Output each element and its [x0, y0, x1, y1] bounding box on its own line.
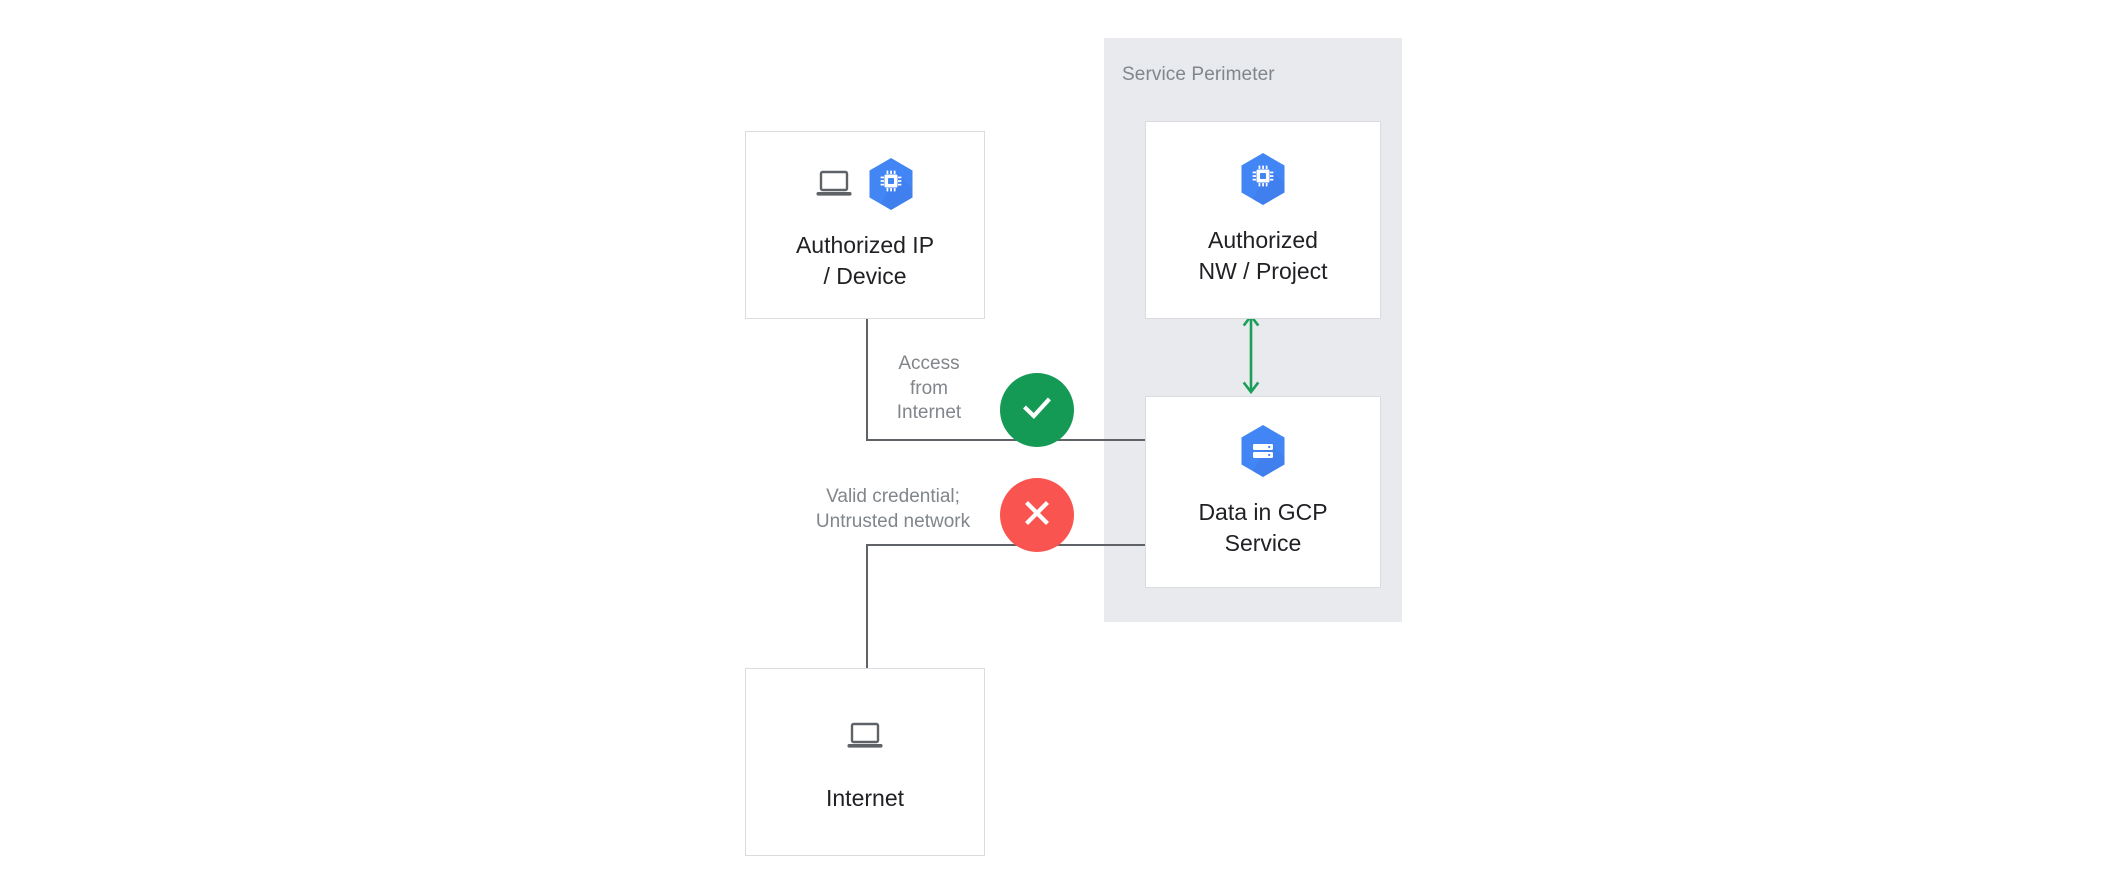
close-icon	[1017, 493, 1057, 538]
laptop-icon	[815, 168, 853, 205]
laptop-icon	[845, 719, 885, 758]
node-icon-group	[1239, 424, 1287, 483]
check-icon	[1017, 388, 1057, 433]
gcp-storage-hexagon-icon	[1239, 424, 1287, 483]
connector-internet-to-x-vertical	[866, 544, 868, 668]
node-icon-group	[845, 711, 885, 767]
connector-device-to-check-vertical	[866, 319, 868, 441]
node-icon-group	[815, 157, 915, 216]
node-authorized-ip-device[interactable]: Authorized IP / Device	[745, 131, 985, 319]
edge-label-valid-credential-untrusted-network: Valid credential; Untrusted network	[815, 486, 971, 532]
node-icon-group	[1239, 152, 1287, 211]
edge-label-access-from-internet: Access from Internet	[896, 353, 962, 424]
node-label: Internet	[826, 784, 904, 811]
connector-device-to-check-horizontal	[866, 439, 1145, 441]
gcp-compute-hexagon-icon	[867, 157, 915, 216]
service-perimeter-label: Service Perimeter	[1122, 64, 1275, 85]
node-internet[interactable]: Internet	[745, 668, 985, 856]
node-authorized-nw-project[interactable]: Authorized NW / Project	[1145, 121, 1381, 319]
gcp-compute-hexagon-icon	[1239, 152, 1287, 211]
bidirectional-arrow-icon	[1240, 312, 1262, 396]
status-badge-denied[interactable]	[1000, 478, 1074, 552]
node-data-in-gcp-service[interactable]: Data in GCP Service	[1145, 396, 1381, 588]
node-label: Authorized IP / Device	[795, 232, 935, 289]
status-badge-allowed[interactable]	[1000, 373, 1074, 447]
connector-internet-to-x-horizontal	[866, 544, 1145, 546]
node-label: Data in GCP Service	[1198, 499, 1328, 556]
node-label: Authorized NW / Project	[1198, 227, 1328, 284]
